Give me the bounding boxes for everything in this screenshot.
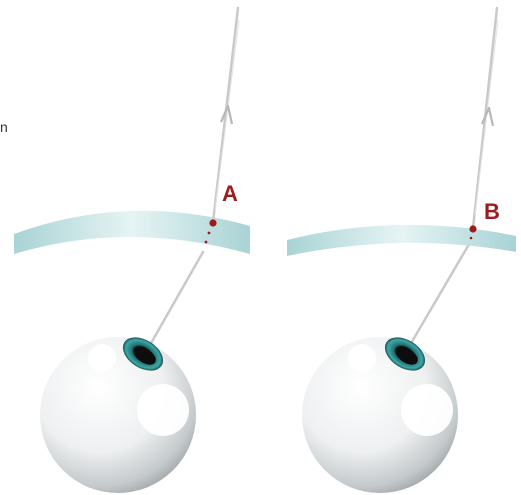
lens-trace-dot bbox=[469, 236, 473, 240]
ray-right-lower bbox=[408, 244, 470, 347]
eye-highlight bbox=[137, 384, 189, 436]
panel-right: B bbox=[287, 6, 516, 493]
eye-highlight bbox=[401, 384, 453, 436]
eye-highlight bbox=[348, 344, 376, 372]
ray-left-lower bbox=[148, 250, 205, 347]
refraction-point-a bbox=[209, 219, 217, 227]
arrowhead-right bbox=[480, 106, 495, 127]
pupil-right bbox=[396, 347, 418, 365]
lens-right bbox=[287, 224, 516, 256]
lens-trace-dot bbox=[207, 231, 211, 235]
lens-left bbox=[14, 210, 250, 254]
ray-left-upper-texture bbox=[214, 19, 240, 211]
eye-highlight bbox=[88, 344, 116, 372]
point-label-a: A bbox=[222, 181, 238, 206]
point-label-b: B bbox=[484, 199, 500, 224]
refraction-point-b bbox=[469, 225, 477, 233]
lens-trace-dot bbox=[204, 240, 208, 244]
pupil-left bbox=[134, 347, 156, 365]
cropped-text-fragment: n bbox=[0, 119, 8, 135]
ray-right-upper-texture bbox=[474, 19, 499, 216]
ray-left-upper bbox=[211, 6, 240, 224]
eyeball-right bbox=[302, 337, 458, 493]
eyeball-left bbox=[40, 337, 196, 493]
panel-left: A bbox=[14, 6, 250, 493]
arrowhead-left bbox=[219, 104, 234, 125]
